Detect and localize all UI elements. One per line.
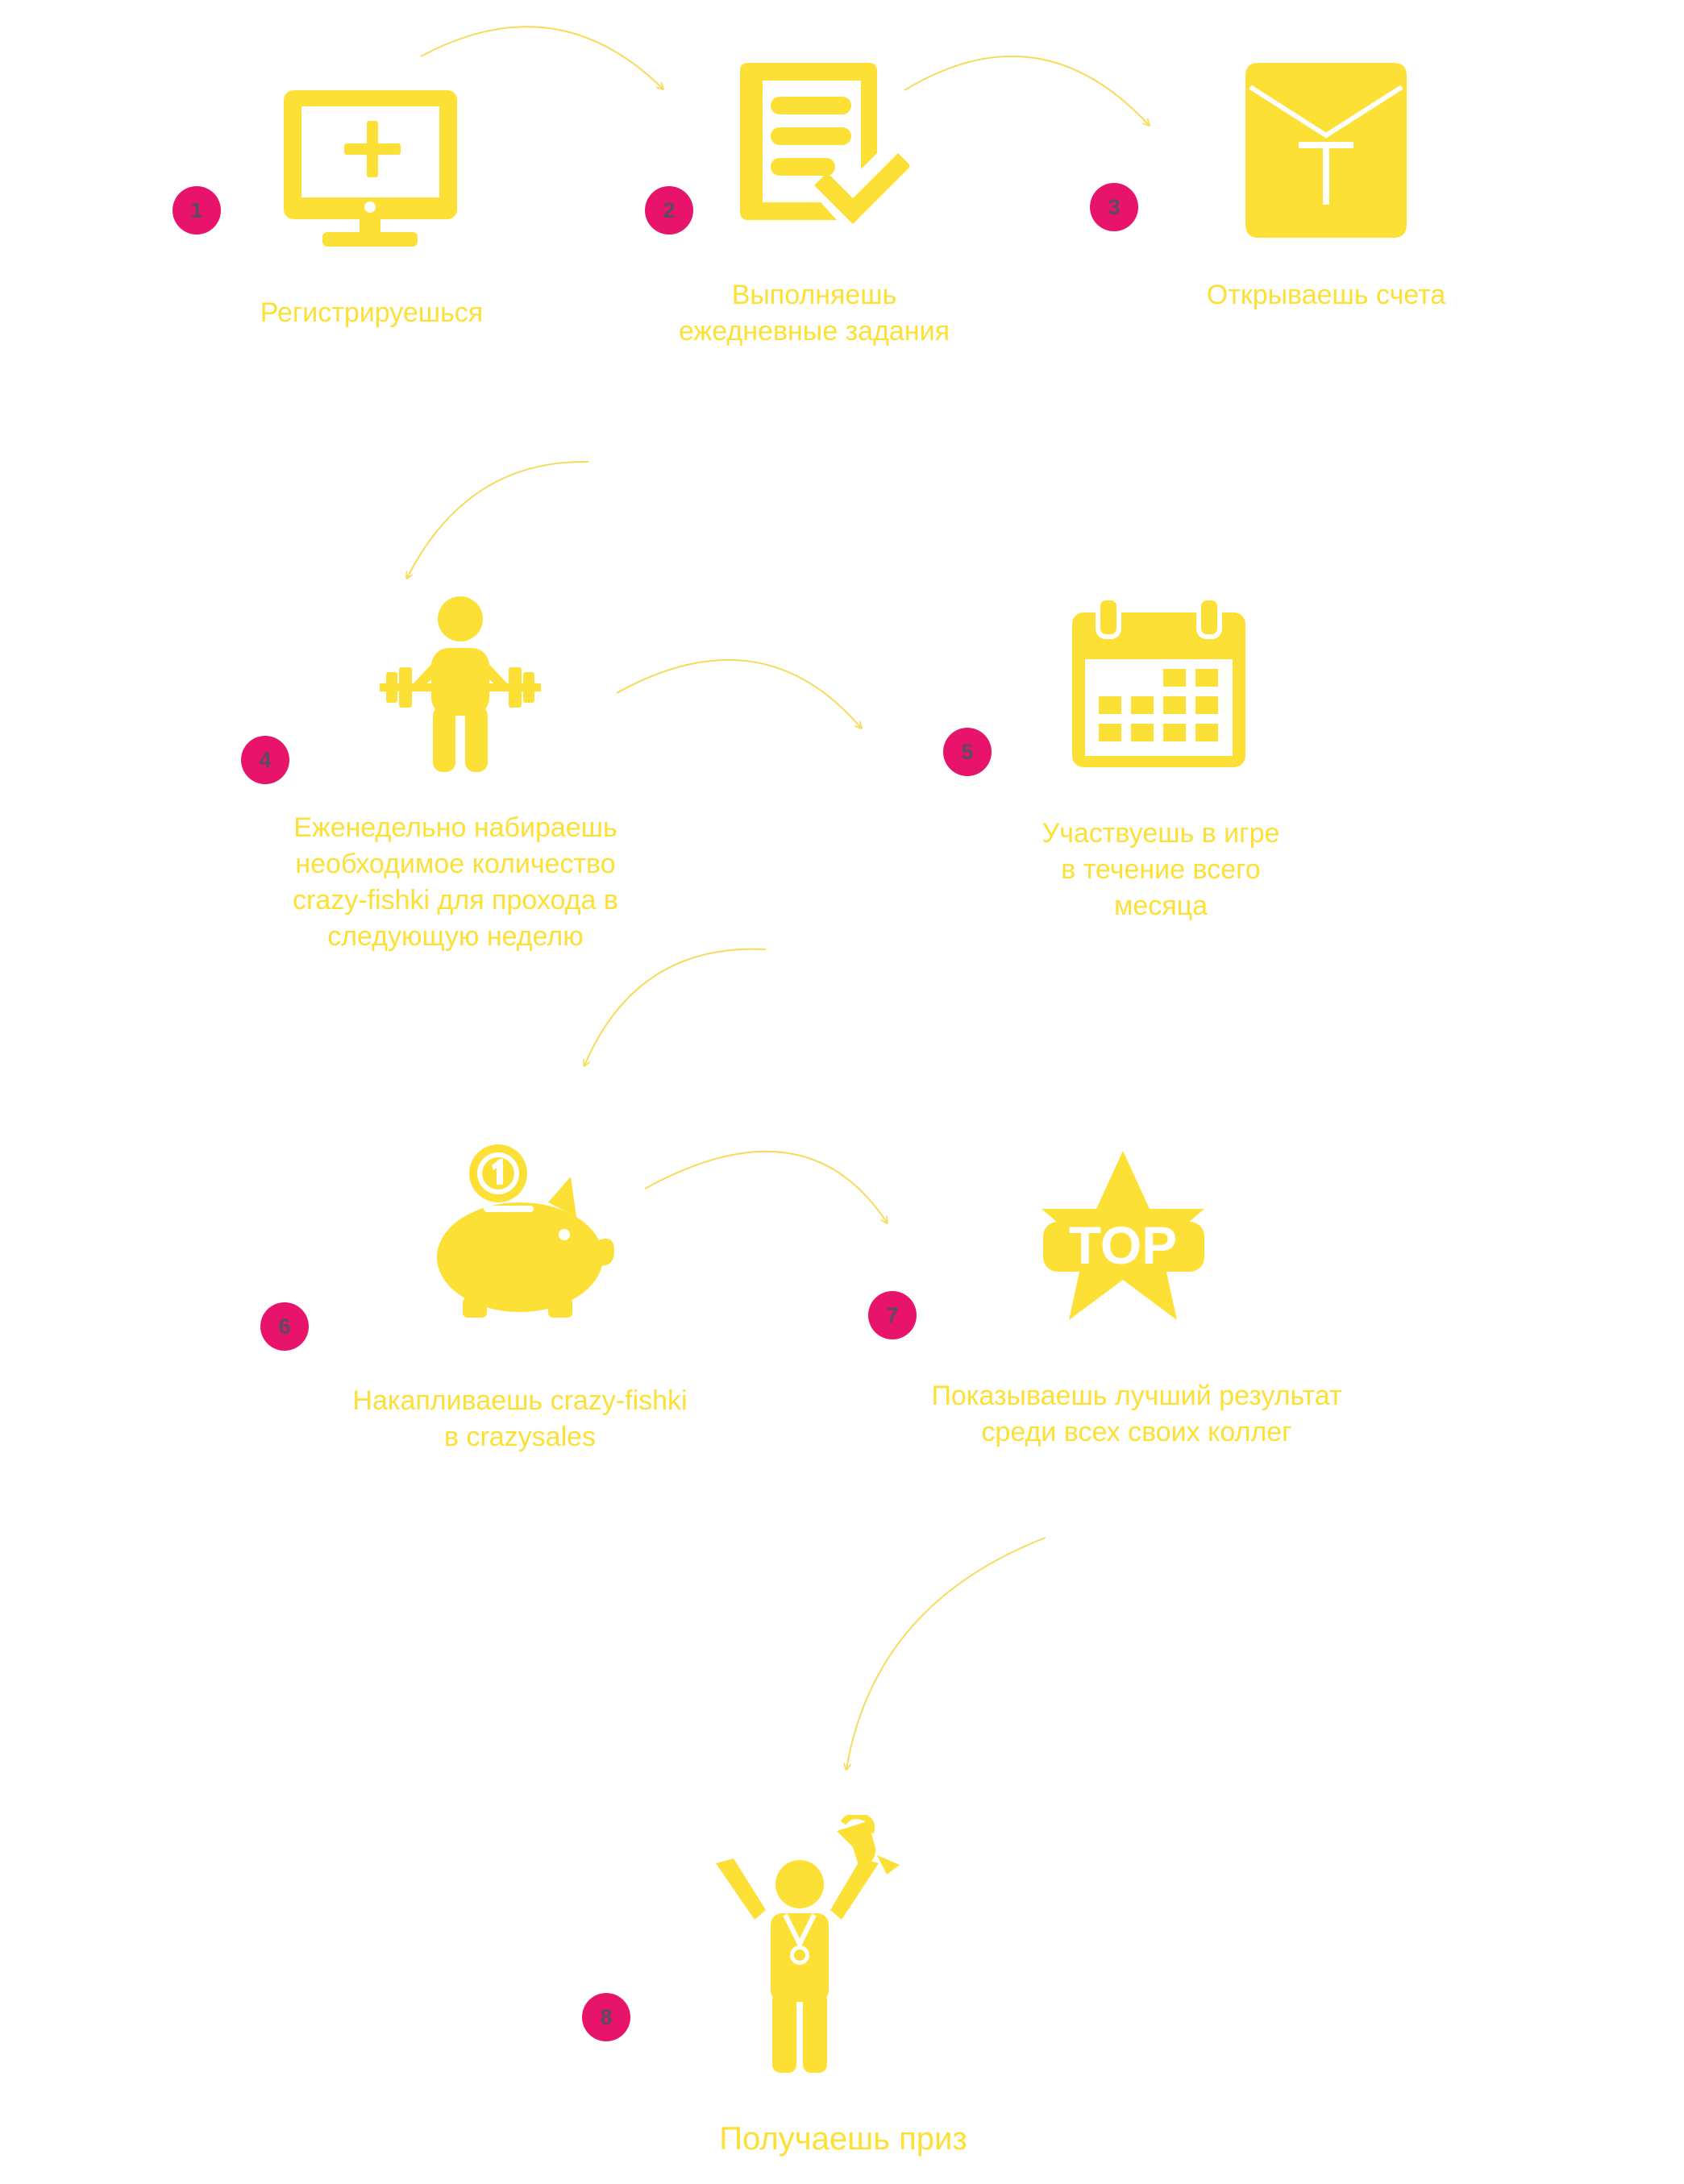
svg-text:TOP: TOP [1069, 1215, 1177, 1275]
step-1-badge: 1 [173, 186, 221, 235]
winner-trophy-icon [716, 1815, 903, 2073]
monitor-plus-icon [284, 90, 457, 247]
arrow-2-to-3 [904, 55, 1149, 125]
arrow-7-to-8 [846, 1537, 1046, 1769]
arrow-5-to-6 [584, 948, 767, 1065]
arrow-3-to-4 [407, 460, 589, 578]
step-8-badge: 8 [582, 1993, 630, 2041]
step-2-badge: 2 [645, 186, 693, 235]
step-6-label: Накапливаешь crazy-fishki в crazysales [352, 1385, 688, 1452]
step-3-label: Открываешь счета [1206, 280, 1446, 310]
checklist-document-icon [740, 63, 909, 239]
account-envelope-icon [1245, 63, 1407, 238]
step-5-badge: 5 [943, 728, 992, 776]
step-1-label: Регистрируешься [260, 297, 484, 328]
step-2-label: Выполняешь ежедневные задания [678, 280, 950, 347]
step-4-badge: 4 [241, 736, 289, 784]
step-3-badge: 3 [1090, 183, 1138, 231]
arrow-4-to-5 [616, 658, 861, 728]
step-4-label: Еженедельно набираешь необходимое количе… [293, 812, 618, 952]
step-6-badge: 6 [260, 1302, 309, 1351]
calendar-icon [1072, 598, 1245, 767]
step-7-label: Показываешь лучший результат среди всех … [931, 1381, 1342, 1447]
top-star-icon: TOP [1037, 1151, 1209, 1324]
piggy-bank-coin-icon [435, 1144, 617, 1318]
arrow-1-to-2 [420, 26, 663, 89]
step-7-badge: 7 [868, 1291, 917, 1339]
step-8-label: Получаешь приз [719, 2121, 967, 2157]
step-5-label: Участвуешь в игре в течение всего месяца [1042, 818, 1280, 921]
weightlifter-icon [380, 595, 541, 772]
arrow-6-to-7 [644, 1150, 887, 1223]
